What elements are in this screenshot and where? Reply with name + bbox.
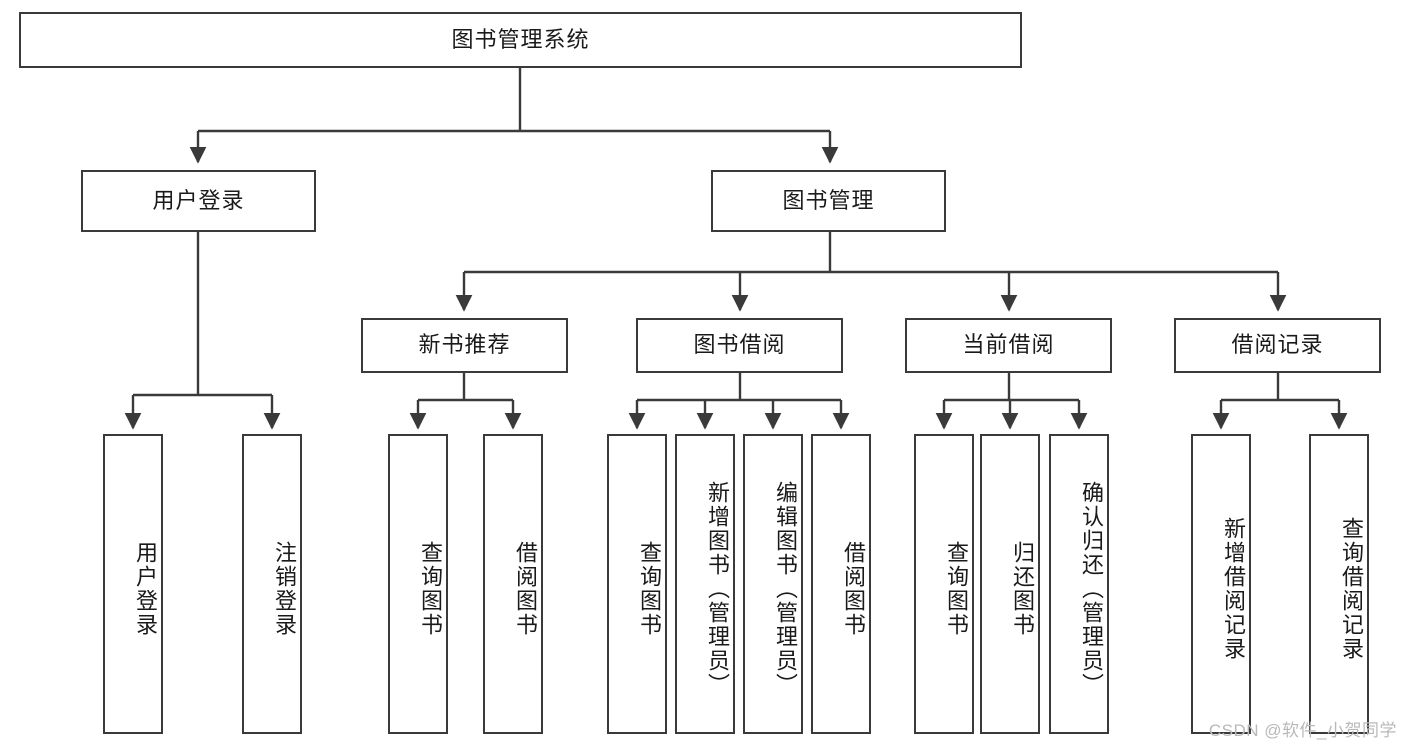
node-root[interactable]: 图书管理系统	[19, 12, 1022, 68]
leaf-logout[interactable]: 注销登录	[242, 434, 302, 734]
node-current-borrow[interactable]: 当前借阅	[905, 318, 1112, 373]
leaf-confirm-return-label: 确认归还（管理员）	[1079, 481, 1104, 697]
leaf-add-book[interactable]: 新增图书（管理员）	[675, 434, 735, 734]
leaf-return-book[interactable]: 归还图书	[980, 434, 1040, 734]
leaf-query-book-2-label: 查询图书	[637, 541, 662, 637]
leaf-query-record-label: 查询借阅记录	[1339, 517, 1364, 661]
node-borrow-record-label: 借阅记录	[1231, 332, 1324, 358]
leaf-query-book-2[interactable]: 查询图书	[607, 434, 667, 734]
leaf-edit-book-label: 编辑图书（管理员）	[773, 481, 798, 697]
leaf-borrow-book-1[interactable]: 借阅图书	[483, 434, 543, 734]
leaf-user-login-label: 用户登录	[133, 541, 158, 637]
node-book-manage[interactable]: 图书管理	[711, 170, 946, 232]
node-new-book-rec-label: 新书推荐	[418, 332, 511, 358]
leaf-add-book-label: 新增图书（管理员）	[705, 481, 730, 697]
leaf-confirm-return[interactable]: 确认归还（管理员）	[1049, 434, 1109, 734]
leaf-query-book-1-label: 查询图书	[418, 541, 443, 637]
node-book-borrow[interactable]: 图书借阅	[636, 318, 843, 373]
leaf-borrow-book-1-label: 借阅图书	[513, 541, 538, 637]
leaf-query-book-3-label: 查询图书	[944, 541, 969, 637]
leaf-query-record[interactable]: 查询借阅记录	[1309, 434, 1369, 734]
node-borrow-record[interactable]: 借阅记录	[1174, 318, 1381, 373]
leaf-add-record-label: 新增借阅记录	[1221, 517, 1246, 661]
leaf-add-record[interactable]: 新增借阅记录	[1191, 434, 1251, 734]
leaf-logout-label: 注销登录	[272, 541, 297, 637]
leaf-borrow-book-2[interactable]: 借阅图书	[811, 434, 871, 734]
leaf-borrow-book-2-label: 借阅图书	[841, 541, 866, 637]
leaf-query-book-3[interactable]: 查询图书	[914, 434, 974, 734]
node-book-borrow-label: 图书借阅	[693, 332, 786, 358]
node-user-login[interactable]: 用户登录	[81, 170, 316, 232]
leaf-query-book-1[interactable]: 查询图书	[388, 434, 448, 734]
leaf-edit-book[interactable]: 编辑图书（管理员）	[743, 434, 803, 734]
node-root-label: 图书管理系统	[451, 26, 590, 52]
node-book-manage-label: 图书管理	[782, 187, 875, 213]
node-current-borrow-label: 当前借阅	[962, 332, 1055, 358]
node-user-login-label: 用户登录	[152, 187, 245, 213]
leaf-user-login[interactable]: 用户登录	[103, 434, 163, 734]
leaf-return-book-label: 归还图书	[1010, 541, 1035, 637]
node-new-book-rec[interactable]: 新书推荐	[361, 318, 568, 373]
